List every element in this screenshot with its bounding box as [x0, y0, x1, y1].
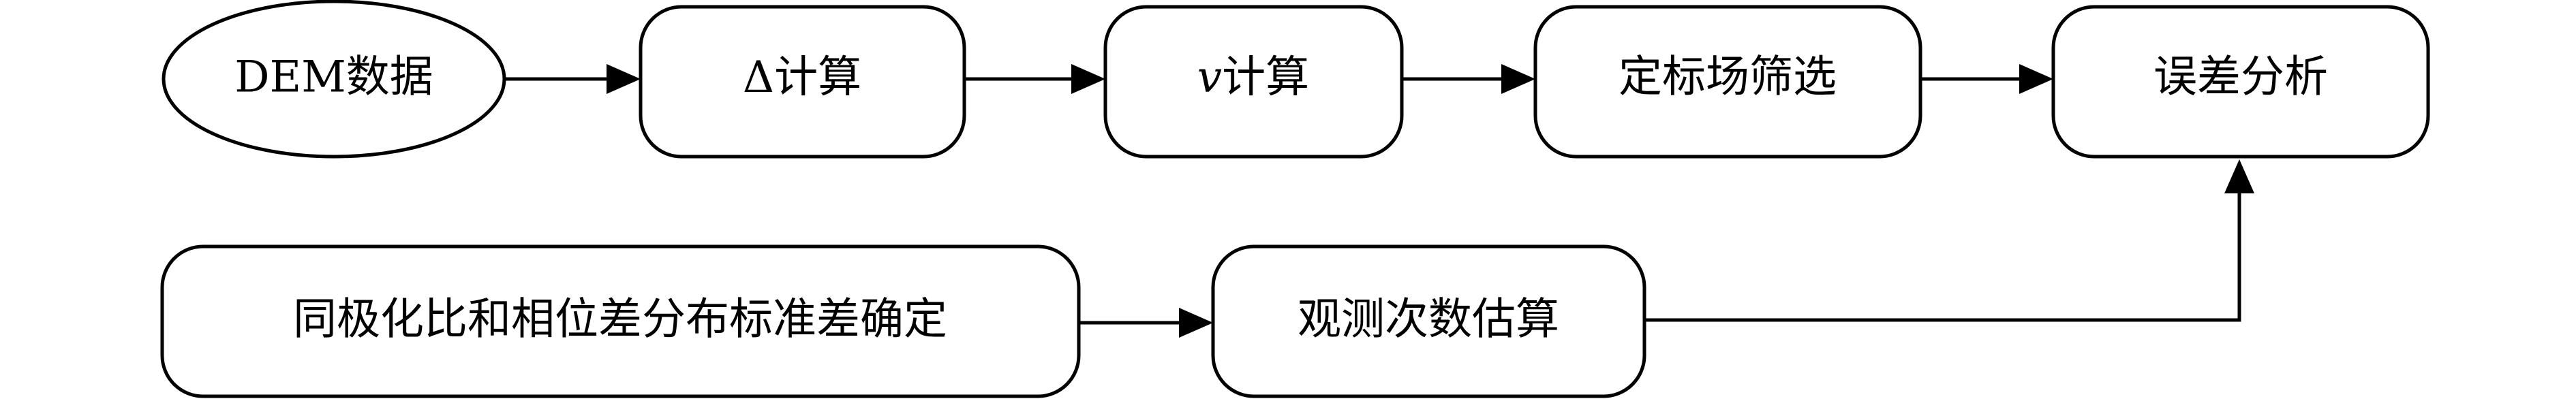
- node-shape-ellipse: [162, 0, 506, 159]
- node-shape-rounded-rect: [2051, 5, 2430, 159]
- node-label: 观测次数估算: [1298, 295, 1559, 345]
- node-label: 同极化比和相位差分布标准差确定: [293, 295, 947, 345]
- v-symbol: v: [1197, 52, 1222, 103]
- node-shape-rounded-rect: [1533, 5, 1922, 159]
- node-shape-rounded-rect: [160, 244, 1081, 398]
- node-error-analysis: 误差分析: [2051, 5, 2430, 159]
- node-shape-rounded-rect: [1103, 5, 1404, 159]
- delta-symbol: Δ: [743, 52, 774, 103]
- node-v-calc: v计算: [1103, 5, 1404, 159]
- arrowhead-icon: [1071, 64, 1105, 94]
- node-shape-rounded-rect: [639, 5, 966, 159]
- arrowhead-icon: [2019, 64, 2053, 94]
- node-delta-calc: Δ计算: [639, 5, 966, 159]
- edges: [504, 64, 2254, 338]
- node-polar-std: 同极化比和相位差分布标准差确定: [160, 244, 1081, 398]
- node-label-text: 计算: [1222, 52, 1309, 103]
- node-dem-data: DEM数据: [162, 0, 506, 159]
- node-label: DEM数据: [234, 52, 433, 103]
- node-label: Δ计算: [743, 52, 861, 103]
- node-calib-select: 定标场筛选: [1533, 5, 1922, 159]
- node-label: 定标场筛选: [1619, 52, 1837, 103]
- node-label-text: 计算: [774, 52, 861, 103]
- node-shape-rounded-rect: [1211, 244, 1646, 398]
- node-label: 误差分析: [2153, 52, 2328, 103]
- arrowhead-icon: [2224, 159, 2254, 193]
- edge-obs-to-error: [1644, 193, 2241, 322]
- node-obs-estimate: 观测次数估算: [1211, 244, 1646, 398]
- node-label: v计算: [1197, 52, 1309, 103]
- arrowhead-icon: [1179, 308, 1213, 338]
- arrowhead-icon: [607, 64, 641, 94]
- arrowhead-icon: [1501, 64, 1535, 94]
